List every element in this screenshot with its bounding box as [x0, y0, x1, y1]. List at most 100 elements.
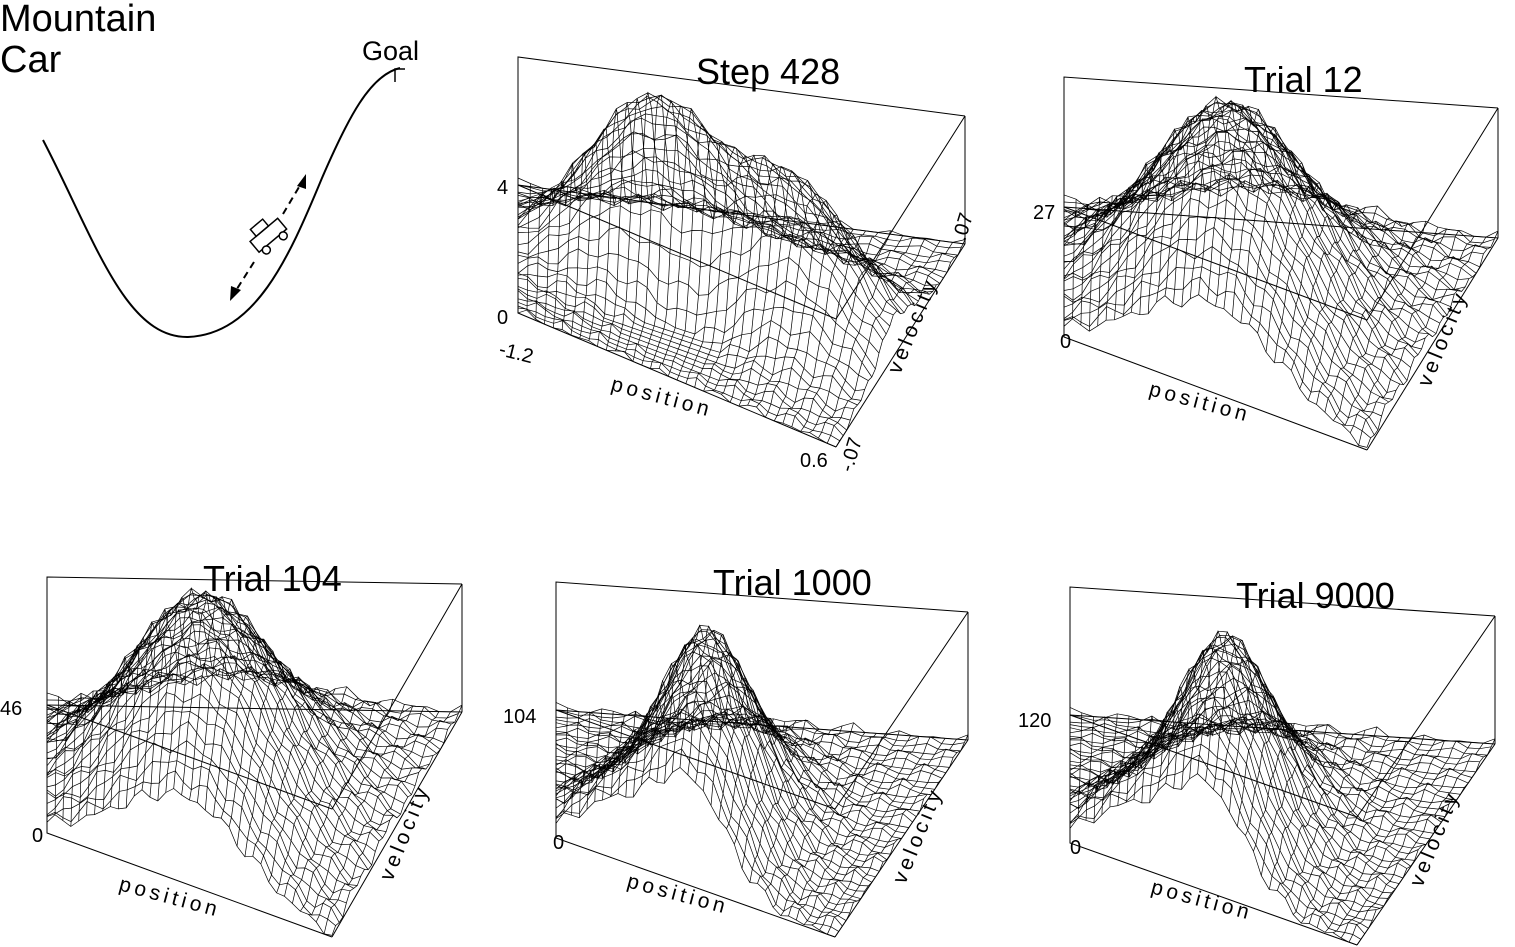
surface-mesh-line [308, 706, 428, 916]
surface-mesh-line [702, 651, 774, 791]
surface-mesh-line [1276, 726, 1378, 891]
z-tick-min: 0 [32, 825, 43, 847]
surface-mesh-line [563, 707, 568, 814]
surface-mesh-line [555, 641, 869, 887]
surface-wireframe [1063, 76, 1499, 451]
surface-mesh-line [625, 717, 660, 798]
surface-mesh-line [1063, 294, 1368, 448]
surface-mesh-line [650, 106, 705, 369]
surface-mesh-line [1285, 736, 1390, 899]
box-edge [46, 576, 463, 705]
surface-mesh-line [1366, 230, 1499, 448]
surface-mesh-line [1097, 195, 1113, 326]
box-edge [555, 581, 969, 710]
surface-mesh-line [1290, 217, 1390, 371]
surface-mesh-line [323, 711, 451, 934]
surface-mesh-line [741, 729, 832, 869]
surface-mesh-line [632, 94, 680, 362]
surface-mesh-line [617, 716, 648, 794]
surface-mesh-line [1221, 657, 1295, 798]
surface-mesh-line [86, 690, 105, 816]
surface-mesh-line [1332, 740, 1460, 934]
surface-mesh-line [1109, 715, 1130, 807]
surface-mesh-line [1149, 718, 1189, 803]
surface-mesh-line [586, 708, 603, 810]
z-tick-min: 0 [553, 832, 564, 854]
surface-mesh-line [571, 711, 580, 816]
surface-mesh-line [609, 711, 637, 797]
surface-mesh-line [1198, 99, 1258, 295]
surface-mesh-line [633, 713, 671, 798]
surface-mesh-line [648, 679, 694, 778]
surface-mesh-line [46, 621, 423, 770]
surface-mesh-line [555, 702, 969, 740]
surface-mesh-line [605, 102, 643, 351]
surface-mesh-line [1069, 685, 1381, 909]
y-axis-label: velocity [888, 784, 948, 887]
surface-panel-trial-104: Trial 104 46 0 position velocity [0, 558, 463, 938]
surface-mesh-line [1130, 162, 1161, 313]
surface-mesh-line [1117, 719, 1142, 806]
surface-mesh-line [597, 108, 631, 347]
surface-mesh-line [252, 686, 348, 857]
x-axis-label: position [625, 870, 732, 919]
surface-mesh-line [1257, 162, 1342, 334]
surface-mesh-line [658, 108, 718, 369]
surface-mesh-line [544, 187, 556, 325]
surface-mesh-line [1139, 152, 1173, 315]
x-axis-label: position [117, 873, 224, 922]
surface-mesh-line [157, 597, 209, 801]
surface-mesh-line [664, 644, 717, 784]
surface-mesh-line [1093, 716, 1106, 824]
surface-mesh-line [236, 668, 324, 847]
surface-mesh-line [1077, 712, 1083, 819]
surface-mesh-line [726, 711, 808, 829]
surface-mesh-line [70, 693, 82, 827]
surface-mesh-line [826, 739, 957, 935]
surface-mesh-line [535, 188, 544, 320]
figure-title-line2: Car [0, 39, 62, 81]
surface-mesh-line [1141, 722, 1177, 803]
surface-mesh-line [1282, 205, 1378, 363]
surface-mesh-line [679, 624, 740, 768]
mountain-curve [42, 67, 401, 339]
surface-mesh-line [1206, 102, 1270, 302]
surface-mesh-line [1356, 738, 1496, 946]
surface-mesh-line [588, 127, 618, 341]
surface-mesh-line [1341, 230, 1462, 426]
surface-mesh-line [1245, 716, 1330, 836]
y-axis-label: velocity [375, 781, 435, 884]
surface-mesh-line [1133, 720, 1165, 800]
surface-mesh-line [819, 738, 946, 931]
x-axis-label: position [1147, 378, 1254, 427]
surface-mesh-line [244, 685, 336, 857]
surface-mesh-line [331, 704, 463, 936]
surface-mesh-line [561, 162, 581, 330]
surface-mesh-line [102, 673, 129, 812]
surface-mesh-line [773, 199, 879, 422]
surface-mesh-line [1248, 147, 1330, 325]
surface-mesh-line [1358, 236, 1487, 446]
surface-mesh-line [1231, 125, 1306, 317]
panel-title: Trial 9000 [1236, 575, 1395, 616]
surface-mesh-line [1101, 713, 1118, 815]
surface-mesh-line [695, 634, 763, 784]
surface-mesh-line [1189, 642, 1248, 779]
surface-mesh-line [1197, 630, 1260, 774]
figure-title-line1: Mountain [0, 0, 156, 40]
surface-mesh-line [1316, 221, 1427, 405]
surface-mesh-line [1072, 199, 1077, 319]
z-tick-max: 104 [503, 706, 536, 728]
surface-mesh-line [1189, 95, 1246, 299]
surface-mesh-line [570, 152, 593, 335]
surface-mesh-line [1080, 204, 1089, 326]
surface-wireframe [517, 56, 966, 448]
box-edge [1069, 586, 1496, 715]
surface-mesh-line [1164, 116, 1210, 296]
surface-panel-trial-9000: Trial 9000 120 0 position velocity [1018, 575, 1496, 946]
surface-mesh-line [1349, 236, 1475, 433]
surface-mesh-line [1292, 737, 1401, 915]
surface-mesh-line [803, 736, 923, 925]
surface-mesh-line [46, 639, 434, 758]
